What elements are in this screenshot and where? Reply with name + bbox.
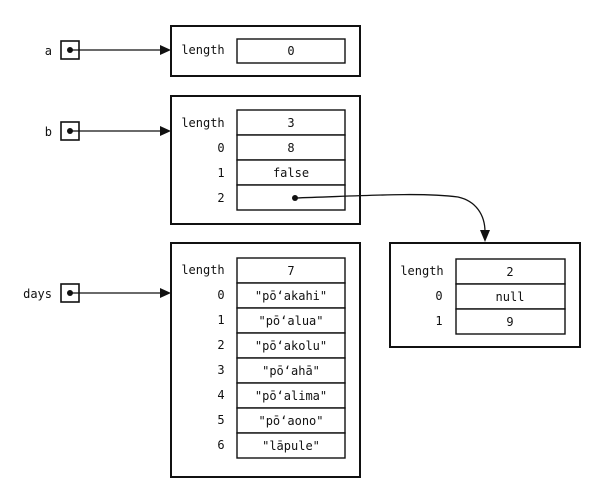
array-days-index-5-label: 5	[217, 413, 224, 427]
array-days-index-1-value: "pō‘alua"	[258, 314, 323, 328]
array-days-index-2-cell	[236, 332, 346, 359]
array-b-index-2-label: 2	[217, 191, 224, 205]
array-days-index-4-cell	[236, 382, 346, 409]
array-b-index-1-value: false	[273, 166, 309, 180]
inner-array-index-0-value: null	[496, 290, 525, 304]
array-days-index-3-label: 3	[217, 363, 224, 377]
array-b-index-0-value: 8	[287, 141, 294, 155]
array-days-index-1-label: 1	[217, 313, 224, 327]
array-days-index-1-cell	[236, 307, 346, 334]
inner-array-index-0-label: 0	[435, 289, 442, 303]
array-days-index-5-value: "pō‘aono"	[258, 414, 323, 428]
array-days-index-0-label: 0	[217, 288, 224, 302]
array-days-index-3-cell	[236, 357, 346, 384]
array-b-length-cell	[236, 109, 346, 136]
inner-array-length-cell	[455, 258, 566, 285]
array-a-length-value: 0	[287, 44, 294, 58]
array-a-length-cell	[236, 38, 346, 64]
array-days-index-6-value: "lāpule"	[262, 439, 320, 453]
array-days-index-4-label: 4	[217, 388, 224, 402]
pointer-b2-to-inner-array	[294, 193, 486, 233]
array-b-length-label: length	[181, 116, 224, 130]
inner-array-index-1-cell	[455, 308, 566, 335]
array-days-length-label: length	[181, 263, 224, 277]
array-days-index-2-value: "pō‘akolu"	[255, 339, 327, 353]
variable-a-label: a	[45, 44, 52, 58]
inner-array-length-label: length	[400, 264, 443, 278]
array-b-index-1-label: 1	[217, 166, 224, 180]
array-days-index-4-value: "pō‘alima"	[255, 389, 327, 403]
array-a-length-label: length	[181, 43, 224, 57]
pointer-a-arrowhead	[160, 45, 171, 55]
array-days-index-6-label: 6	[217, 438, 224, 452]
array-days-length-value: 7	[287, 264, 294, 278]
array-days-index-0-cell	[236, 282, 346, 309]
inner-array-index-1-value: 9	[506, 315, 513, 329]
array-days-index-5-cell	[236, 407, 346, 434]
pointer-days-arrowhead	[160, 288, 171, 298]
array-days-index-6-cell	[236, 432, 346, 459]
array-days-index-0-value: "pō‘akahi"	[255, 289, 327, 303]
variable-b-label: b	[45, 125, 52, 139]
array-days-index-3-value: "pō‘ahā"	[262, 364, 320, 378]
pointer-b-arrowhead	[160, 126, 171, 136]
array-b-index-2-cell	[236, 184, 346, 211]
array-b-index-0-cell	[236, 134, 346, 161]
inner-array-index-0-cell	[455, 283, 566, 310]
array-b-length-value: 3	[287, 116, 294, 130]
array-days-length-cell	[236, 257, 346, 284]
inner-array-length-value: 2	[506, 265, 513, 279]
array-days-index-2-label: 2	[217, 338, 224, 352]
variable-days-label: days	[23, 287, 52, 301]
inner-array-index-1-label: 1	[435, 314, 442, 328]
array-b-index-0-label: 0	[217, 141, 224, 155]
array-b-index-1-cell	[236, 159, 346, 186]
pointer-b2-arrowhead	[480, 230, 490, 242]
